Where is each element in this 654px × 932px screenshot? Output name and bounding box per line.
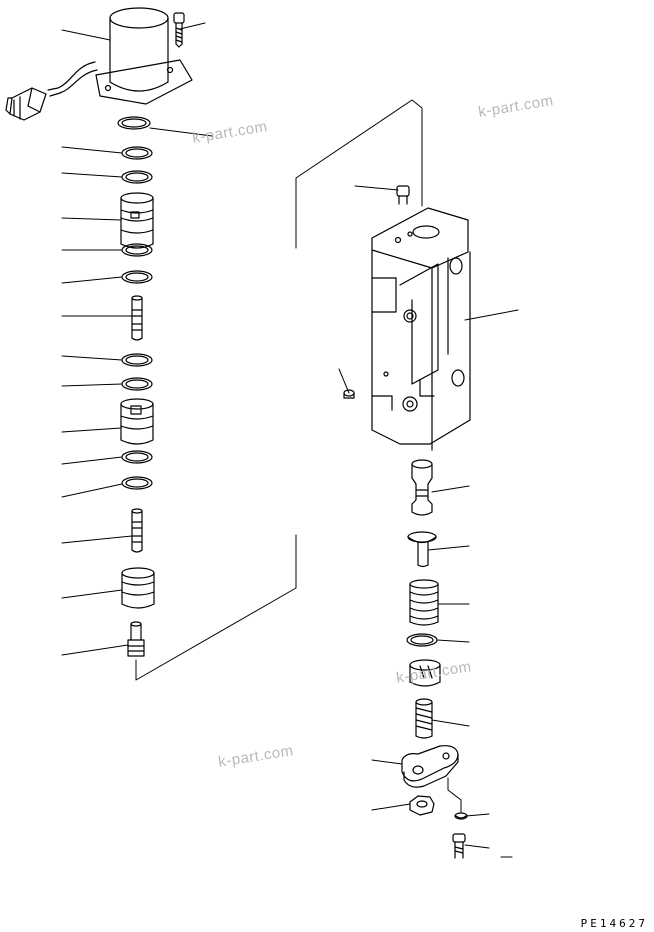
spool xyxy=(132,296,142,340)
hex-nut xyxy=(410,796,434,815)
leader-lines-right xyxy=(339,186,518,857)
o-ring xyxy=(122,147,152,159)
hex-bolt xyxy=(453,834,465,858)
o-ring xyxy=(407,634,437,646)
valve-sleeve xyxy=(121,193,153,248)
spring xyxy=(410,580,438,625)
spring-washer xyxy=(455,813,467,819)
o-ring xyxy=(122,451,152,463)
piston xyxy=(128,622,144,656)
assembly-bracket-line xyxy=(296,100,422,248)
solenoid-assembly xyxy=(48,8,192,104)
o-ring xyxy=(122,477,152,489)
retainer xyxy=(408,532,436,567)
o-ring xyxy=(122,171,152,183)
o-ring xyxy=(122,271,152,283)
adjust-screw xyxy=(416,699,432,738)
bracket-plate xyxy=(402,746,458,787)
plug-cap xyxy=(410,660,440,686)
drawing-code: PE14627 xyxy=(580,917,648,930)
valve-sleeve xyxy=(121,399,153,444)
assembly-bracket-line xyxy=(136,535,296,680)
o-ring xyxy=(122,244,152,256)
valve-plug xyxy=(122,568,154,608)
o-ring xyxy=(118,117,150,129)
spool xyxy=(132,509,142,552)
leader-lines-left xyxy=(62,23,212,655)
o-ring xyxy=(122,378,152,390)
mounting-bolt xyxy=(174,13,184,47)
small-fitting xyxy=(344,390,354,398)
o-ring xyxy=(122,354,152,366)
connector-plug xyxy=(6,88,46,120)
plug-screw xyxy=(397,186,409,204)
spool-head xyxy=(412,460,432,515)
valve-body xyxy=(372,208,470,450)
